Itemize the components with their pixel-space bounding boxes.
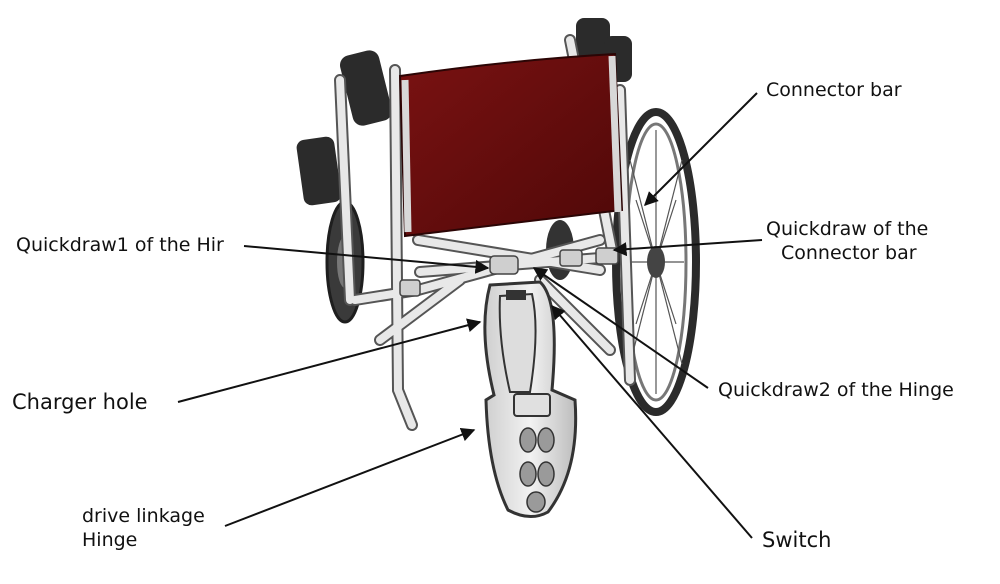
label-drive-linkage-line1: drive linkage (82, 505, 205, 527)
leader-quickdraw1 (243, 245, 490, 274)
label-quickdraw2: Quickdraw2 of the Hinge (718, 379, 954, 401)
leader-connector-bar (644, 92, 758, 206)
leader-switch (551, 304, 753, 539)
label-quickdraw-connector-line1: Quickdraw of the (766, 218, 929, 240)
label-quickdraw-connector-line2: Connector bar (781, 242, 917, 264)
label-charger-hole: Charger hole (12, 390, 148, 414)
label-drive-linkage-line2: Hinge (82, 529, 138, 551)
leader-quickdraw-connector (612, 239, 763, 257)
leader-charger-hole (177, 318, 482, 403)
seat-back (398, 52, 624, 238)
leader-lines (177, 92, 763, 539)
quickdraw-clamps (399, 247, 619, 297)
leader-drive-linkage (224, 428, 476, 527)
label-quickdraw1: Quickdraw1 of the Hir (16, 234, 224, 256)
leader-quickdraw2 (532, 267, 709, 389)
drive-unit (483, 280, 578, 518)
label-switch: Switch (762, 528, 832, 552)
label-connector-bar: Connector bar (766, 79, 902, 101)
